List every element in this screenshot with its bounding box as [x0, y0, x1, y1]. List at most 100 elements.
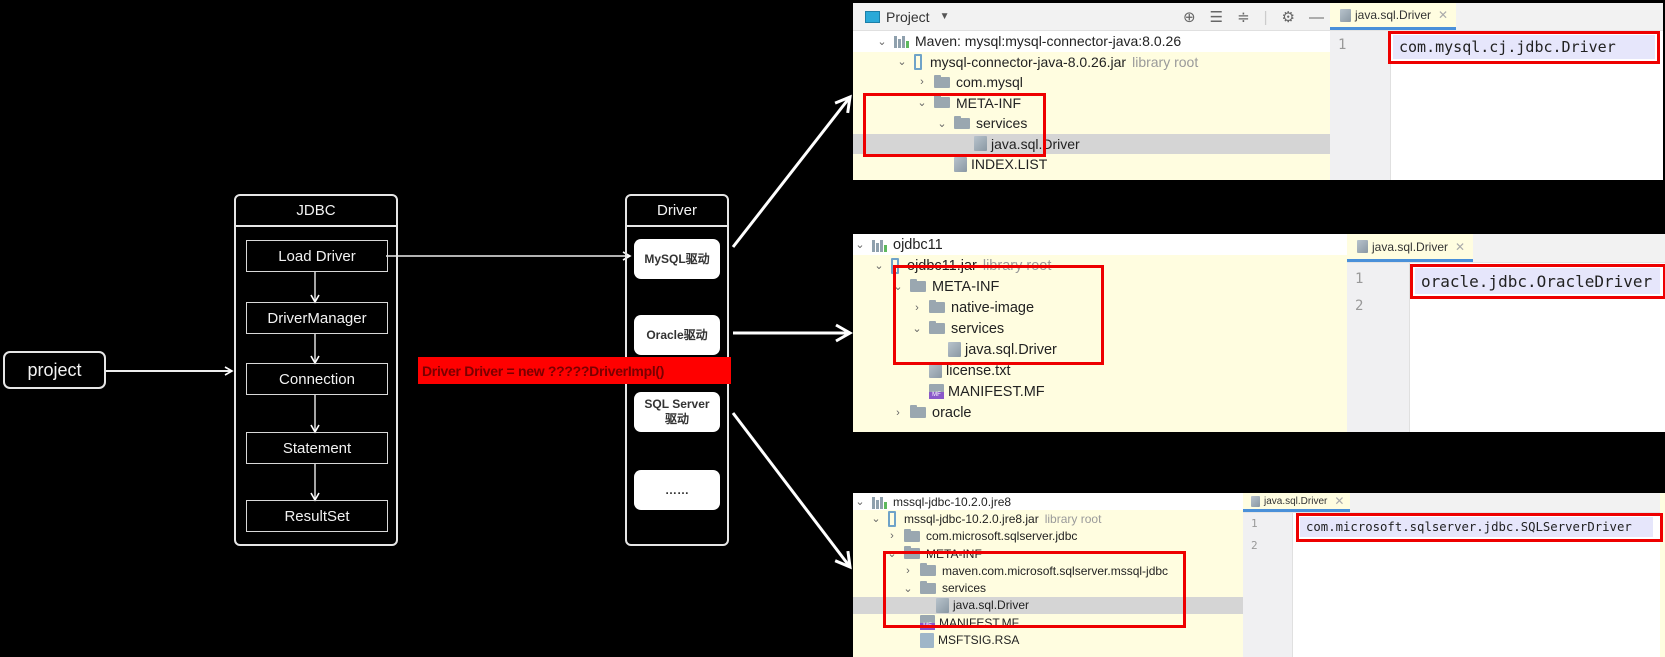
editor-tab[interactable]: java.sql.Driver ✕: [1347, 234, 1474, 262]
tree-item[interactable]: ⌄services: [853, 113, 1330, 134]
tree-item-label: INDEX.LIST: [971, 156, 1048, 173]
tree-item-label: mssql-jdbc-10.2.0.jre8: [893, 494, 1012, 509]
tree-item[interactable]: ⌄ojdbc11: [853, 234, 1347, 255]
driver-item-sqlserver: SQL Server 驱动: [634, 392, 720, 432]
manifest-icon: [929, 384, 944, 399]
tree-item[interactable]: java.sql.Driver: [853, 339, 1347, 360]
tree-item[interactable]: ⌄services: [853, 318, 1347, 339]
project-node: project: [3, 351, 106, 389]
editor-tab[interactable]: java.sql.Driver ✕: [1330, 3, 1457, 30]
editor-tab[interactable]: java.sql.Driver ✕: [1243, 493, 1351, 512]
folder-icon: [910, 279, 926, 292]
chevron-down-icon[interactable]: ⌄: [903, 582, 913, 595]
minimize-icon[interactable]: —: [1309, 8, 1324, 26]
tree-item[interactable]: ⌄Maven: mysql:mysql-connector-java:8.0.2…: [853, 31, 1330, 52]
tree-item-label: java.sql.Driver: [965, 341, 1057, 358]
tree-item[interactable]: ›com.mysql: [853, 72, 1330, 93]
editor-tabbar: java.sql.Driver ✕: [1330, 3, 1663, 31]
ide-panel-mysql: Project ▼ ⊕ ☰ ≑ | ⚙ — ⌄Maven: mysql:mysq…: [853, 3, 1663, 180]
chevron-right-icon[interactable]: ›: [920, 76, 924, 89]
tree-item[interactable]: java.sql.Driver: [853, 596, 1243, 615]
locate-icon[interactable]: ⊕: [1183, 9, 1196, 26]
step-load-driver: Load Driver: [246, 240, 388, 272]
chevron-down-icon[interactable]: ⌄: [877, 35, 887, 48]
file-icon: [954, 156, 967, 172]
jdbc-group: JDBC Load Driver DriverManager Connectio…: [234, 194, 398, 546]
chevron-down-icon[interactable]: ⌄: [887, 548, 897, 561]
chevron-down-icon[interactable]: ⌄: [912, 323, 922, 335]
file-icon: [1357, 240, 1368, 253]
chevron-right-icon[interactable]: ›: [896, 406, 900, 419]
gear-icon[interactable]: ⚙: [1281, 9, 1295, 26]
tree-item[interactable]: MANIFEST.MF: [853, 381, 1347, 402]
tree-item-label: services: [942, 581, 987, 596]
tree-item[interactable]: › oracle: [853, 402, 1347, 423]
step-resultset: ResultSet: [246, 500, 388, 532]
collapse-all-icon[interactable]: ≑: [1237, 9, 1250, 26]
highlight-box: [893, 265, 1104, 365]
chevron-right-icon[interactable]: ›: [906, 564, 910, 577]
chevron-down-icon[interactable]: ⌄: [874, 260, 884, 272]
folder-icon: [954, 115, 970, 129]
rsa-icon: [920, 632, 934, 648]
file-icon: [929, 363, 942, 378]
tree-item[interactable]: ›native-image: [853, 297, 1347, 318]
tree-item[interactable]: ⌄META-INF: [853, 93, 1330, 114]
code-line[interactable]: com.mysql.cj.jdbc.Driver: [1393, 35, 1655, 59]
editor-tab-label: java.sql.Driver: [1355, 8, 1432, 22]
tree-item-label: MSFTSIG.RSA: [938, 633, 1020, 648]
tree-item[interactable]: MSFTSIG.RSA: [853, 631, 1243, 648]
driver-impl-banner: Driver Driver = new ?????DriverImpl(): [418, 357, 731, 384]
chevron-down-icon[interactable]: ⌄: [893, 281, 903, 293]
tree-item[interactable]: java.sql.Driver: [853, 133, 1330, 154]
chevron-down-icon[interactable]: ⌄: [855, 239, 865, 251]
folder-icon: [910, 405, 926, 418]
tree-item-label: mysql-connector-java-8.0.26.jar: [930, 53, 1127, 70]
tree-item[interactable]: ⌄ mssql-jdbc-10.2.0.jre8: [853, 493, 1243, 511]
tree-item[interactable]: ⌄META-INF: [853, 276, 1347, 297]
library-root-hint: library root: [1044, 511, 1102, 526]
folder-icon: [904, 528, 920, 542]
highlight-box: [863, 93, 1046, 157]
chevron-down-icon[interactable]: ⌄: [871, 513, 881, 526]
line-number: 2: [1355, 298, 1364, 314]
highlight-box: [1410, 264, 1665, 299]
chevron-down-icon[interactable]: ⌄: [855, 496, 865, 509]
folder-icon: [934, 74, 950, 88]
tree-item[interactable]: ›com.microsoft.sqlserver.jdbc: [853, 528, 1243, 545]
expand-all-icon[interactable]: ☰: [1209, 9, 1224, 26]
tree-item[interactable]: ⌄ services: [853, 580, 1243, 597]
toolbar-divider: |: [1263, 8, 1268, 26]
tree-item-label: maven.com.microsoft.sqlserver.mssql-jdbc: [942, 563, 1169, 578]
project-view-title[interactable]: Project: [886, 8, 930, 25]
tree-item[interactable]: › maven.com.microsoft.sqlserver.mssql-jdb…: [853, 562, 1243, 579]
tree-item-label: oracle: [932, 404, 972, 421]
tree-item[interactable]: INDEX.LIST: [853, 154, 1330, 175]
file-icon: [974, 136, 987, 152]
chevron-down-icon[interactable]: ⌄: [897, 56, 907, 69]
close-icon[interactable]: ✕: [1438, 8, 1449, 22]
tree-item[interactable]: ⌄ mysql-connector-java-8.0.26.jar library …: [853, 52, 1330, 73]
driver-item-more: ……: [634, 470, 720, 510]
highlight-box: [1296, 513, 1663, 542]
chevron-down-icon[interactable]: ⌄: [917, 97, 927, 110]
chevron-down-icon[interactable]: ⌄: [937, 117, 947, 130]
step-statement: Statement: [246, 432, 388, 464]
code-line[interactable]: oracle.jdbc.OracleDriver: [1415, 268, 1660, 294]
chevron-right-icon[interactable]: ›: [915, 301, 919, 314]
close-icon[interactable]: ✕: [1334, 494, 1345, 508]
tree-item[interactable]: license.txt: [853, 360, 1347, 381]
editor-mssql: java.sql.Driver ✕ 1 2 com.microsoft.sqls…: [1243, 493, 1663, 657]
editor-tab-label: java.sql.Driver: [1372, 239, 1449, 254]
chevron-right-icon[interactable]: ›: [890, 530, 894, 543]
chevron-down-icon[interactable]: ▼: [939, 11, 950, 22]
library-root-hint: library root: [1132, 53, 1199, 70]
code-line[interactable]: com.microsoft.sqlserver.jdbc.SQLServerDr…: [1300, 517, 1653, 537]
line-number: 1: [1355, 271, 1364, 287]
driver-item-mysql: MySQL驱动: [634, 239, 720, 279]
project-tree-mssql: ⌄ mssql-jdbc-10.2.0.jre8⌄mssql-jdbc-10.2.…: [853, 493, 1243, 657]
close-icon[interactable]: ✕: [1455, 239, 1466, 254]
tree-item-label: java.sql.Driver: [991, 135, 1080, 152]
folder-icon: [934, 95, 950, 109]
